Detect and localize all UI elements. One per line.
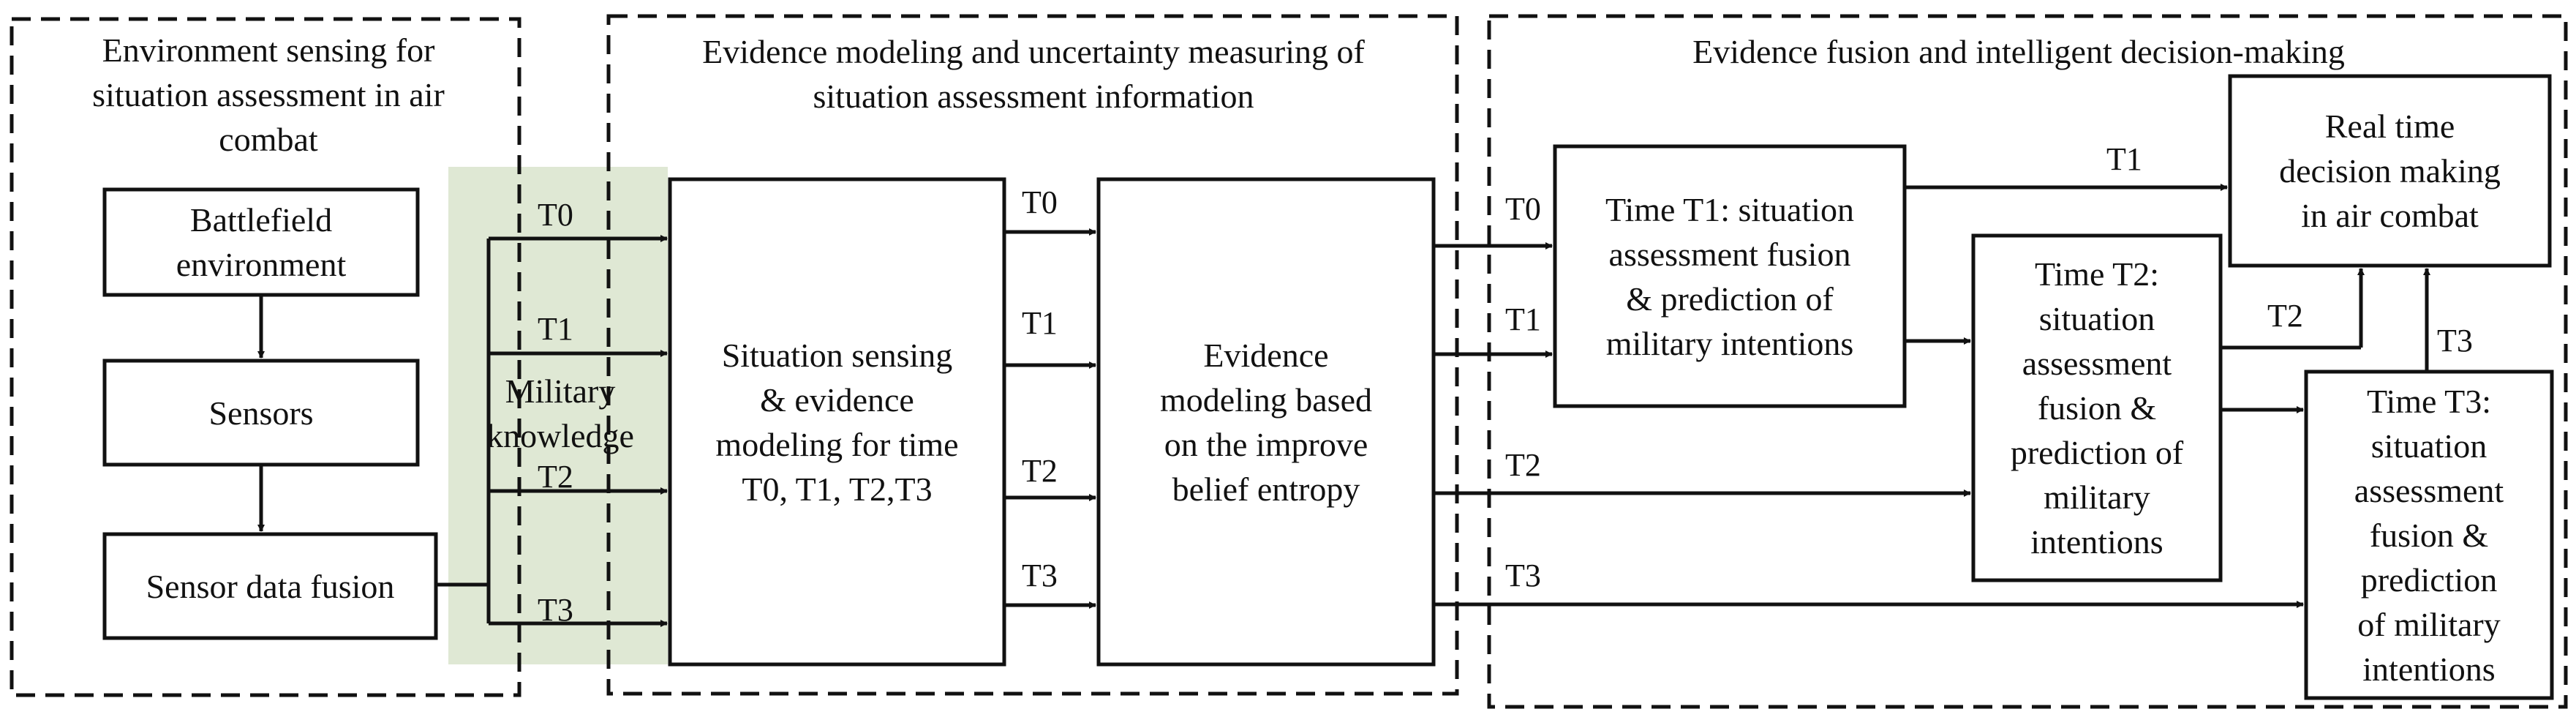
section-frame-fusion [1487, 14, 2568, 709]
t2-fusion-label: Time T2: situation assessment fusion & p… [2010, 255, 2184, 560]
label-t3-out: T3 [1505, 558, 1541, 593]
t1-fusion-label: Time T1: situation assessment fusion & p… [1605, 190, 1854, 362]
label-t3-bus: T3 [538, 592, 573, 628]
knowledge-band [448, 167, 668, 664]
battlefield-label: Battlefield environment [176, 201, 347, 283]
box-t3-fusion [2304, 370, 2554, 700]
label-t2-bus: T2 [538, 459, 573, 495]
section-frame-env [10, 17, 521, 697]
section-title-model: Evidence modeling and uncertainty measur… [702, 33, 1365, 115]
box-evidence [1096, 177, 1436, 667]
label-t1-bus: T1 [538, 311, 573, 347]
sensors-label: Sensors [208, 394, 314, 432]
section-title-env: Environment sensing for situation assess… [92, 31, 445, 158]
sensing-label: Situation sensing & evidence modeling fo… [715, 336, 959, 508]
label-t0-out: T0 [1505, 191, 1541, 227]
box-t1-fusion [1553, 144, 1907, 408]
label-t3-decision: T3 [2437, 323, 2473, 359]
evidence-label: Evidence modeling based on the improve b… [1160, 336, 1372, 508]
box-decision [2228, 74, 2552, 268]
label-t2-mid: T2 [1022, 453, 1058, 489]
label-t3-mid: T3 [1022, 558, 1058, 593]
label-t1-out: T1 [1505, 301, 1541, 337]
box-sensing [668, 177, 1006, 667]
knowledge-label: Military knowledge [486, 372, 634, 454]
label-t0-bus: T0 [538, 197, 573, 233]
section-title-fusion: Evidence fusion and intelligent decision… [1692, 33, 2345, 70]
label-t2-decision: T2 [2267, 298, 2303, 334]
label-t1-decision: T1 [2106, 141, 2142, 177]
label-t1-mid: T1 [1022, 305, 1058, 341]
label-t2-out: T2 [1505, 447, 1541, 483]
connector-lines [257, 184, 2430, 627]
sensor-fusion-label: Sensor data fusion [146, 567, 395, 605]
decision-label: Real time decision making in air combat [2279, 108, 2501, 234]
t3-fusion-label: Time T3: situation assessment fusion & p… [2354, 382, 2504, 688]
label-t0-mid: T0 [1022, 184, 1058, 220]
